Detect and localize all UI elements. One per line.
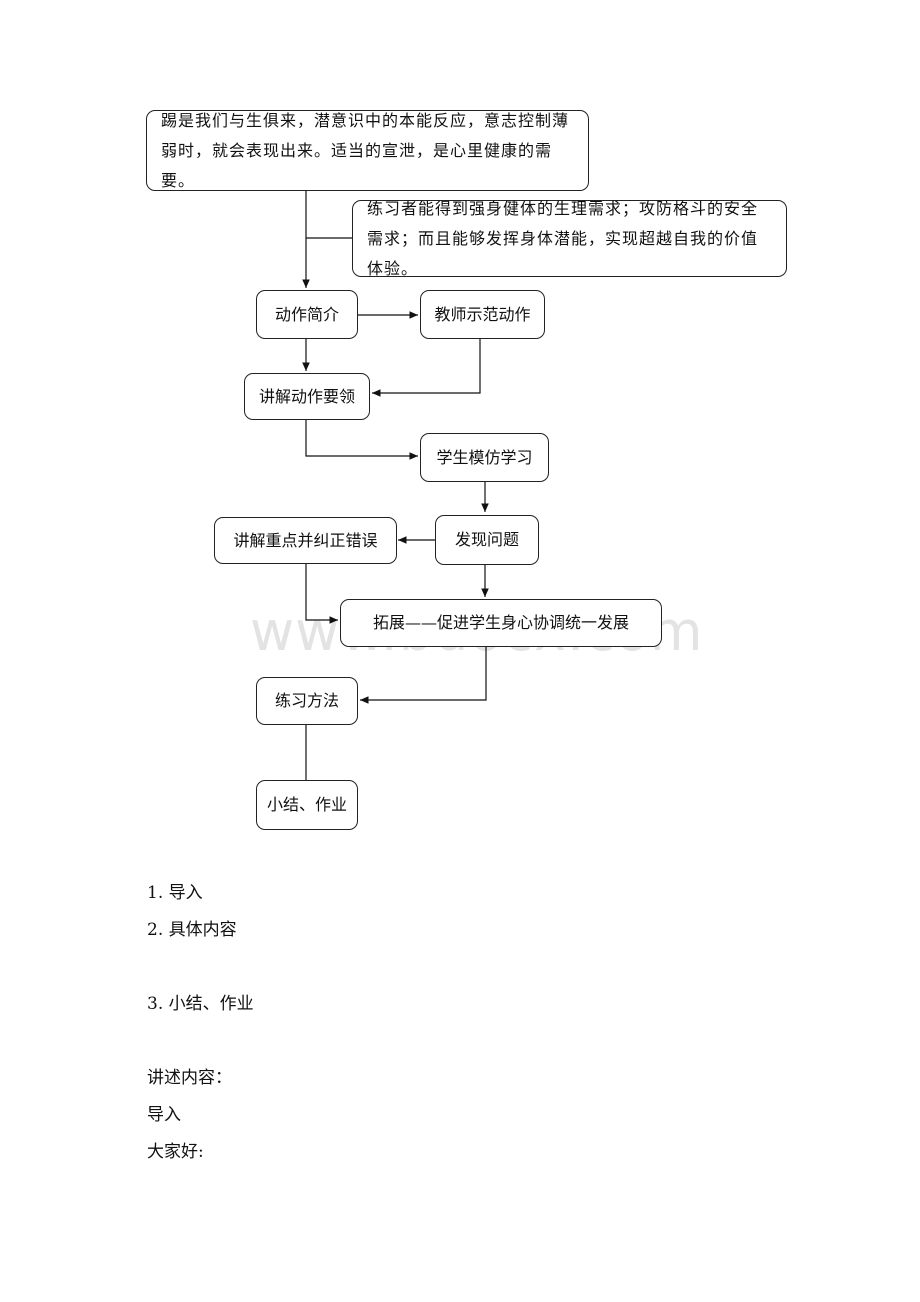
arrow-expand-to-practice: [360, 647, 487, 704]
box-practice-benefits: 练习者能得到强身健体的生理需求；攻防格斗的安全需求；而且能够发挥身体潜能，实现超…: [352, 199, 787, 278]
flowchart-connectors: [302, 191, 489, 780]
narration-section: 导入: [147, 1105, 181, 1125]
box-find-problem: 发现问题: [435, 515, 539, 565]
box-expand-development: 拓展——促进学生身心协调统一发展: [340, 599, 662, 647]
arrow-correct-to-expand: [305, 564, 338, 624]
box-student-imitate: 学生模仿学习: [420, 433, 549, 482]
box-explain-key-points: 讲解动作要领: [244, 373, 370, 420]
arrow-demo-to-explain: [372, 339, 481, 397]
box-practice-method: 练习方法: [256, 677, 358, 725]
outline-item-1: 1. 导入: [147, 883, 203, 903]
box-teacher-demo: 教师示范动作: [420, 290, 545, 339]
narration-greeting: 大家好:: [147, 1142, 204, 1162]
box-action-intro: 动作简介: [256, 290, 358, 339]
outline-item-3: 3. 小结、作业: [147, 994, 254, 1014]
box-explain-and-correct: 讲解重点并纠正错误: [214, 517, 397, 564]
outline-item-2: 2. 具体内容: [147, 920, 237, 940]
narration-heading: 讲述内容：: [147, 1068, 232, 1088]
box-kick-instinct: 踢是我们与生俱来，潜意识中的本能反应，意志控制薄弱时，就会表现出来。适当的宣泄，…: [146, 110, 589, 191]
arrow-explain-to-imitate: [305, 420, 418, 460]
box-summary-homework: 小结、作业: [256, 780, 358, 830]
